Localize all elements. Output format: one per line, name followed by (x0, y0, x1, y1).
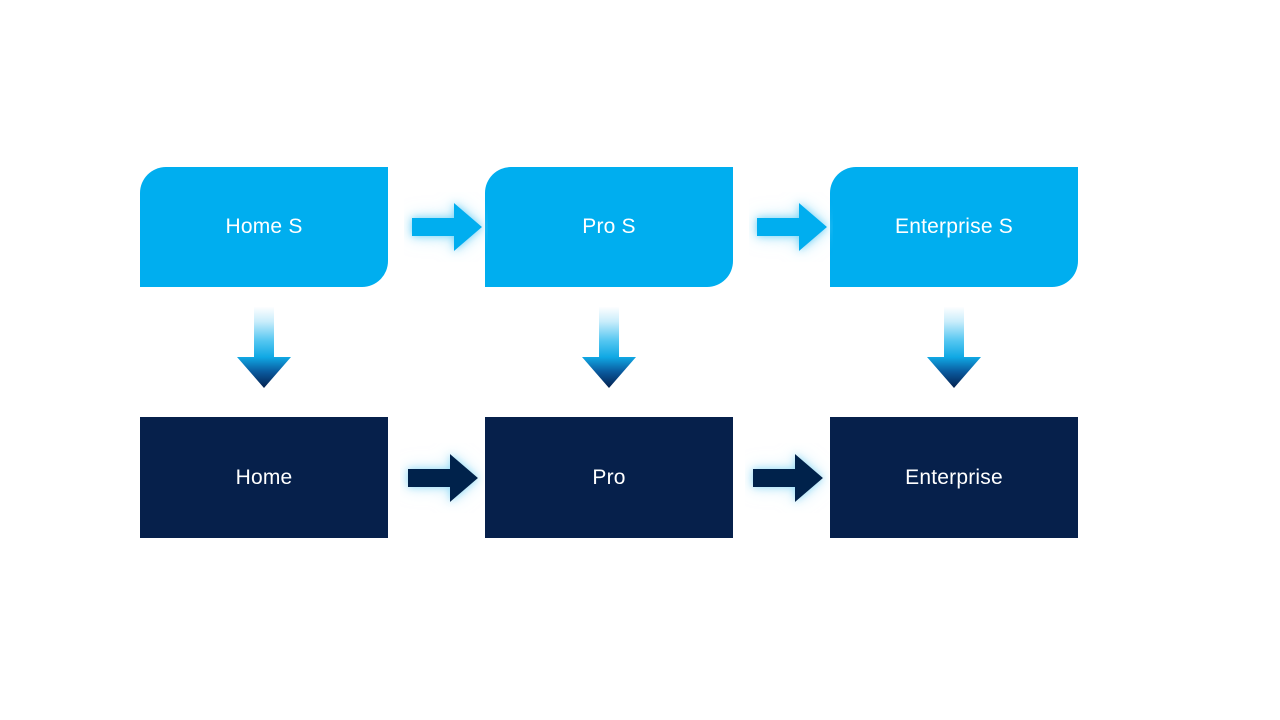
node-label: Home (235, 465, 293, 489)
node-pro[interactable]: Pro (485, 417, 733, 538)
node-label: Home S (225, 215, 303, 239)
node-home[interactable]: Home (140, 417, 388, 538)
node-label: Enterprise (905, 465, 1003, 489)
arrow-right-icon (404, 192, 488, 262)
arrow-down-icon (232, 305, 296, 391)
node-pro-s[interactable]: Pro S (485, 167, 733, 287)
arrow-down-icon (577, 305, 641, 391)
arrow-right-icon (745, 443, 829, 513)
node-enterprise[interactable]: Enterprise (830, 417, 1078, 538)
arrow-right-icon (400, 443, 484, 513)
node-label: Pro (592, 465, 626, 489)
node-enterprise-s[interactable]: Enterprise S (830, 167, 1078, 287)
arrow-right-icon (749, 192, 833, 262)
node-label: Pro S (582, 215, 636, 239)
arrow-down-icon (922, 305, 986, 391)
node-home-s[interactable]: Home S (140, 167, 388, 287)
node-label: Enterprise S (895, 215, 1013, 239)
